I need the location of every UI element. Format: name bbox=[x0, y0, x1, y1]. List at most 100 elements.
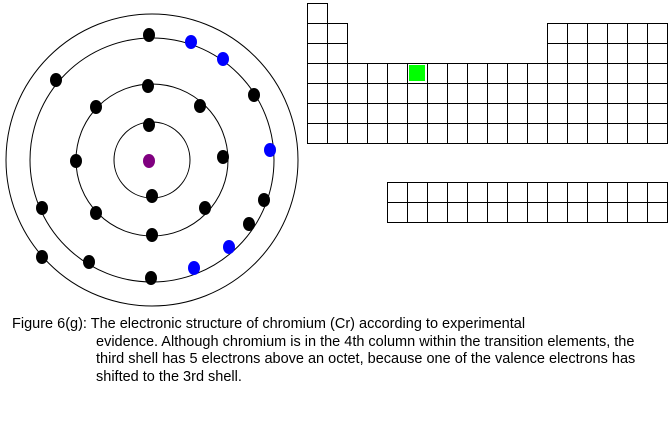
pt-cell bbox=[427, 83, 448, 104]
pt-cell bbox=[327, 63, 348, 84]
pt-cell bbox=[367, 103, 388, 124]
pt-fblock-cell bbox=[427, 202, 448, 223]
electron bbox=[145, 271, 157, 285]
pt-cell bbox=[647, 123, 668, 144]
pt-fblock-cell bbox=[467, 182, 488, 203]
pt-cell bbox=[547, 123, 568, 144]
electron bbox=[36, 250, 48, 264]
electron bbox=[248, 88, 260, 102]
pt-fblock-cell bbox=[507, 202, 528, 223]
pt-cell bbox=[547, 43, 568, 64]
electron bbox=[143, 28, 155, 42]
pt-cell bbox=[607, 23, 628, 44]
pt-cell bbox=[407, 103, 428, 124]
pt-cell bbox=[347, 123, 368, 144]
pt-cell bbox=[327, 23, 348, 44]
pt-cell bbox=[327, 123, 348, 144]
pt-fblock-cell bbox=[427, 182, 448, 203]
electron bbox=[70, 154, 82, 168]
pt-cell bbox=[447, 63, 468, 84]
electron bbox=[194, 99, 206, 113]
pt-fblock-cell bbox=[587, 182, 608, 203]
pt-cell bbox=[607, 63, 628, 84]
highlighted-electron bbox=[264, 143, 276, 157]
caption-lead-line: Figure 6(g): The electronic structure of… bbox=[12, 316, 526, 332]
electron bbox=[90, 206, 102, 220]
pt-cell bbox=[647, 83, 668, 104]
pt-fblock-cell bbox=[627, 202, 648, 223]
highlighted-electron bbox=[223, 240, 235, 254]
pt-fblock-cell bbox=[407, 202, 428, 223]
pt-cell bbox=[427, 123, 448, 144]
pt-cell bbox=[607, 103, 628, 124]
pt-cell bbox=[527, 103, 548, 124]
pt-cell bbox=[467, 83, 488, 104]
pt-cell bbox=[567, 63, 588, 84]
pt-fblock-cell bbox=[547, 202, 568, 223]
pt-fblock-cell bbox=[387, 182, 408, 203]
pt-fblock-cell bbox=[407, 182, 428, 203]
pt-cell bbox=[307, 3, 328, 24]
caption-body: evidence. Although chromium is in the 4t… bbox=[96, 333, 636, 385]
pt-cell bbox=[607, 43, 628, 64]
pt-cell bbox=[307, 83, 328, 104]
pt-fblock-cell bbox=[627, 182, 648, 203]
pt-cell bbox=[627, 23, 648, 44]
pt-fblock-cell bbox=[647, 202, 668, 223]
nucleus bbox=[143, 154, 155, 168]
pt-cell bbox=[507, 103, 528, 124]
pt-cell bbox=[527, 83, 548, 104]
pt-cell bbox=[607, 83, 628, 104]
pt-cell bbox=[487, 83, 508, 104]
pt-fblock-cell bbox=[467, 202, 488, 223]
pt-cell bbox=[387, 83, 408, 104]
pt-cell bbox=[627, 103, 648, 124]
pt-cell bbox=[547, 63, 568, 84]
pt-cell bbox=[367, 83, 388, 104]
electron bbox=[146, 189, 158, 203]
pt-fblock-cell bbox=[607, 182, 628, 203]
periodic-table-diagram bbox=[307, 3, 668, 223]
pt-cell bbox=[567, 23, 588, 44]
electron bbox=[50, 73, 62, 87]
pt-fblock-cell bbox=[487, 202, 508, 223]
pt-fblock-cell bbox=[527, 202, 548, 223]
pt-cell bbox=[587, 103, 608, 124]
pt-cell bbox=[467, 63, 488, 84]
periodic-table-f-block bbox=[387, 182, 668, 223]
pt-cell bbox=[467, 103, 488, 124]
electron bbox=[90, 100, 102, 114]
highlighted-electron bbox=[188, 261, 200, 275]
pt-cell bbox=[647, 23, 668, 44]
pt-cell bbox=[567, 103, 588, 124]
pt-cell bbox=[487, 123, 508, 144]
pt-cell bbox=[527, 123, 548, 144]
pt-fblock-cell bbox=[587, 202, 608, 223]
pt-fblock-cell bbox=[567, 182, 588, 203]
pt-cell bbox=[387, 123, 408, 144]
electrons-group bbox=[36, 28, 276, 285]
pt-cell bbox=[507, 123, 528, 144]
pt-cell bbox=[307, 103, 328, 124]
pt-cell bbox=[327, 103, 348, 124]
orbit-shell-4 bbox=[5, 13, 299, 307]
pt-cell bbox=[527, 63, 548, 84]
pt-fblock-cell bbox=[447, 202, 468, 223]
pt-cell bbox=[427, 103, 448, 124]
highlighted-electron bbox=[217, 52, 229, 66]
figure-caption: Figure 6(g): The electronic structure of… bbox=[12, 316, 662, 386]
chromium-highlight-cell bbox=[409, 65, 425, 81]
pt-fblock-cell bbox=[567, 202, 588, 223]
pt-cell bbox=[587, 23, 608, 44]
pt-cell bbox=[547, 83, 568, 104]
pt-cell bbox=[387, 63, 408, 84]
periodic-table-main-block bbox=[307, 3, 668, 144]
pt-cell bbox=[307, 63, 328, 84]
pt-cell bbox=[307, 123, 328, 144]
electron bbox=[258, 193, 270, 207]
chromium-atom-diagram bbox=[5, 13, 299, 307]
pt-cell bbox=[507, 83, 528, 104]
pt-cell bbox=[347, 83, 368, 104]
electron bbox=[217, 150, 229, 164]
pt-cell bbox=[587, 43, 608, 64]
